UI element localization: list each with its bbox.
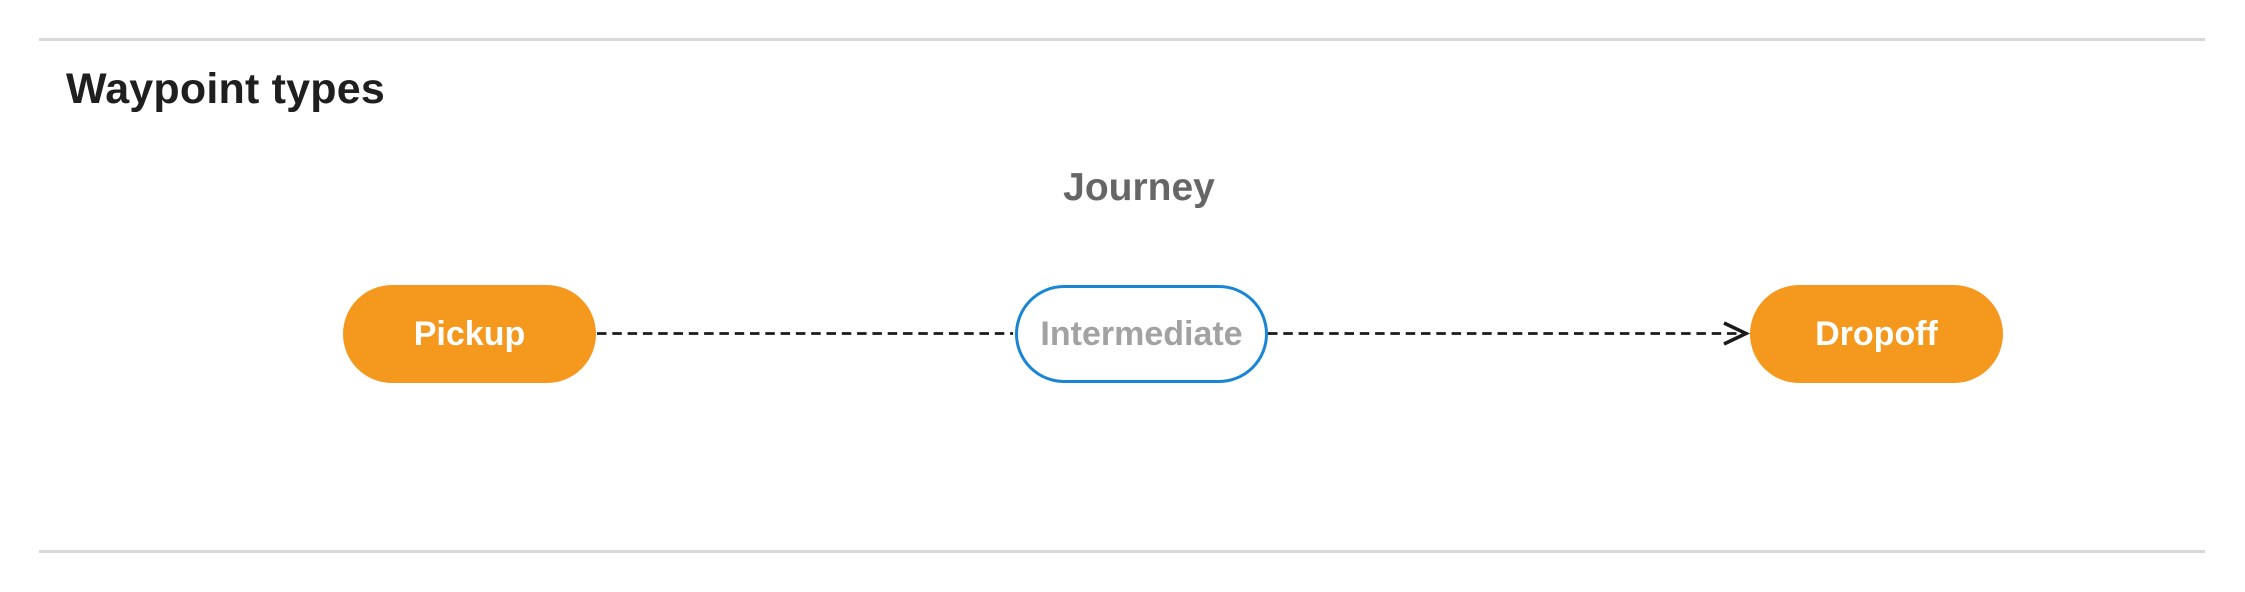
node-intermediate-label: Intermediate	[1040, 314, 1243, 353]
diagram-title: Journey	[1063, 166, 1215, 209]
arrowhead-icon	[1723, 321, 1751, 346]
node-intermediate: Intermediate	[1015, 285, 1268, 383]
top-divider	[39, 38, 2205, 41]
node-pickup-label: Pickup	[413, 314, 526, 353]
bottom-divider	[39, 550, 2205, 553]
node-pickup: Pickup	[343, 285, 596, 383]
section-heading: Waypoint types	[66, 65, 385, 113]
node-dropoff-label: Dropoff	[1815, 314, 1938, 353]
node-dropoff: Dropoff	[1750, 285, 2003, 383]
